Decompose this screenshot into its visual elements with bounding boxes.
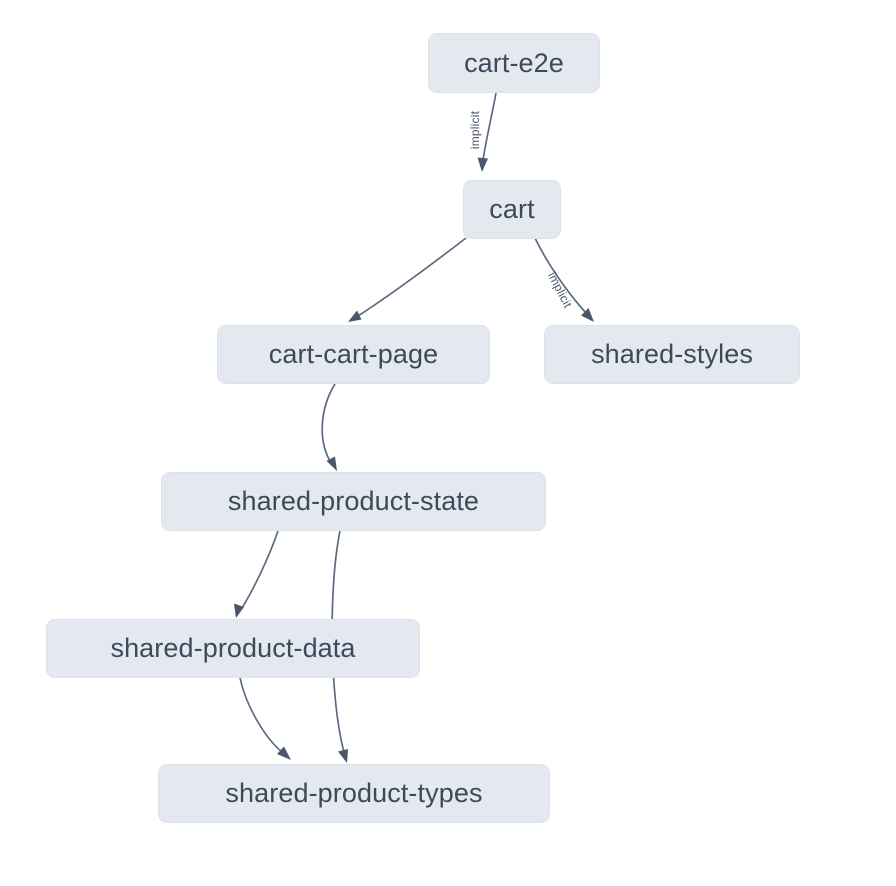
node-shared-product-types[interactable]: shared-product-types (158, 764, 550, 823)
edge-shared-product-state-to-shared-product-data (234, 530, 279, 618)
node-shared-product-data[interactable]: shared-product-data (46, 619, 420, 678)
node-shared-product-state[interactable]: shared-product-state (161, 472, 546, 531)
arrow-head (348, 310, 362, 322)
node-cart[interactable]: cart (463, 180, 561, 239)
edge-path (239, 677, 283, 753)
edge-cart-to-shared-styles (534, 237, 594, 322)
arrow-head (338, 749, 348, 763)
node-label: cart-e2e (464, 47, 564, 78)
arrow-head (234, 603, 244, 618)
arrow-head (477, 157, 488, 172)
edge-label-implicit-cart-e2e-cart: implicit (468, 110, 482, 150)
edge-shared-product-data-to-shared-product-types (239, 677, 291, 760)
node-label: shared-product-types (225, 778, 483, 808)
node-label: shared-styles (591, 339, 753, 369)
node-shared-styles[interactable]: shared-styles (544, 325, 800, 384)
arrow-head (277, 746, 291, 760)
node-label: cart-cart-page (268, 339, 439, 369)
edge-path (321, 383, 336, 462)
edge-path (482, 92, 497, 161)
edge-cart-cart-page-to-shared-product-state (321, 383, 337, 471)
arrow-head (326, 456, 337, 471)
edge-path (241, 530, 279, 609)
node-label: shared-product-state (227, 486, 480, 516)
arrow-head (581, 308, 594, 322)
node-cart-cart-page[interactable]: cart-cart-page (217, 325, 490, 384)
edge-path (357, 237, 467, 317)
edge-label-implicit-cart-shared-styles: implicit (545, 269, 575, 311)
node-label: cart (489, 194, 535, 224)
node-cart-e2e[interactable]: cart-e2e (428, 33, 600, 93)
edge-cart-to-cart-cart-page (348, 237, 467, 322)
node-label: shared-product-data (110, 633, 356, 663)
